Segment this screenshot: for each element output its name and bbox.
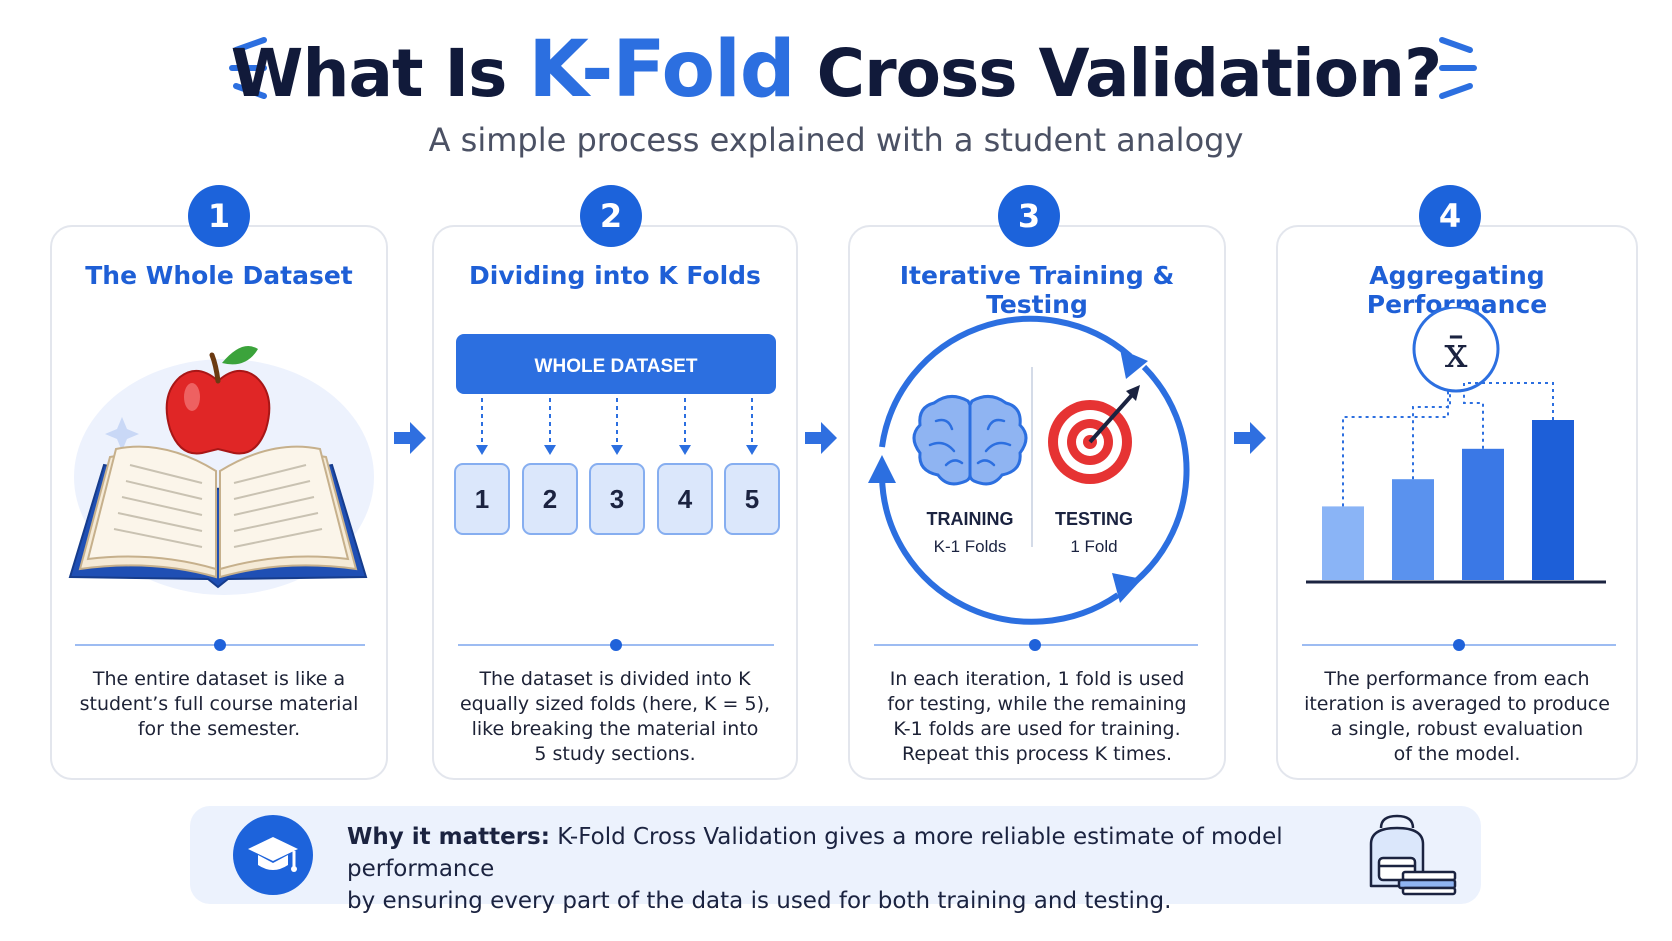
- why-it-matters-lead: Why it matters:: [347, 824, 550, 850]
- page-subtitle: A simple process explained with a studen…: [428, 121, 1244, 159]
- brain-icon: [912, 395, 1028, 486]
- step-card-3: Iterative Training & Testing: [848, 225, 1226, 780]
- step-3-description: In each iteration, 1 fold is used for te…: [887, 668, 1187, 765]
- aggregation-bar-diagram: x̄: [1306, 307, 1606, 584]
- performance-bar-1: [1322, 506, 1364, 580]
- page-title: What Is K-Fold Cross Validation?: [230, 25, 1443, 115]
- why-it-matters-banner: Why it matters: K-Fold Cross Validation …: [190, 806, 1481, 914]
- step-card-4: Aggregating Performance x̄ The performan…: [1276, 225, 1638, 780]
- performance-bar-3: [1462, 448, 1504, 580]
- target-icon: [1048, 385, 1140, 484]
- step-2-divider-dot: [610, 639, 622, 651]
- performance-bar-2: [1392, 479, 1434, 580]
- training-sublabel: K-1 Folds: [934, 537, 1007, 556]
- arrow-right-icon: [805, 422, 837, 454]
- fold-5-label: 5: [745, 484, 759, 514]
- whole-dataset-label: WHOLE DATASET: [535, 356, 698, 377]
- right-decoration-icon: [1439, 37, 1477, 99]
- arrow-right-icon: [1234, 422, 1266, 454]
- backpack-books-icon: [1369, 814, 1457, 896]
- performance-bar-4: [1532, 420, 1574, 580]
- step-1-title: The Whole Dataset: [85, 261, 353, 290]
- step-1-divider-dot: [214, 639, 226, 651]
- connector-line-1: [1342, 391, 1449, 507]
- connector-line-2: [1412, 391, 1451, 480]
- fold-3-label: 3: [610, 484, 624, 514]
- left-decoration-icon: [229, 37, 267, 99]
- fold-1-label: 1: [475, 484, 489, 514]
- training-testing-cycle-diagram: TRAINING K-1 Folds TESTING 1 Fold: [868, 315, 1190, 625]
- connector-line-3: [1463, 391, 1484, 449]
- connector-line-4: [1463, 382, 1554, 420]
- training-label: TRAINING: [927, 509, 1014, 529]
- step-card-1: The Whole Dataset The entire dataset is …: [50, 225, 388, 780]
- fold-division-diagram: WHOLE DATASET 1 2 3 4 5: [454, 334, 780, 535]
- step-2-badge: 2: [580, 185, 642, 247]
- title-accent: K-Fold: [528, 25, 795, 115]
- step-3-badge: 3: [998, 185, 1060, 247]
- step-4-divider-dot: [1453, 639, 1465, 651]
- step-4-title: Aggregating Performance: [1366, 261, 1548, 319]
- fold-2-label: 2: [543, 484, 557, 514]
- why-it-matters-text: Why it matters: K-Fold Cross Validation …: [347, 824, 1283, 914]
- step-1-description: The entire dataset is like a student’s f…: [79, 668, 359, 740]
- step-1-badge: 1: [188, 185, 250, 247]
- step-2-description: The dataset is divided into K equally si…: [459, 668, 771, 765]
- step-card-2: Dividing into K Folds WHOLE DATASET 1 2 …: [432, 225, 798, 780]
- step-4-badge: 4: [1419, 185, 1481, 247]
- testing-label: TESTING: [1055, 509, 1133, 529]
- fold-4-label: 4: [678, 484, 693, 514]
- book-apple-icon: [68, 346, 374, 595]
- step-2-title: Dividing into K Folds: [469, 261, 761, 290]
- step-3-title: Iterative Training & Testing: [899, 261, 1175, 319]
- step-4-description: The performance from each iteration is a…: [1304, 668, 1610, 765]
- step-3-divider-dot: [1029, 639, 1041, 651]
- testing-sublabel: 1 Fold: [1070, 537, 1117, 556]
- arrow-right-icon: [394, 422, 426, 454]
- mean-symbol: x̄: [1444, 328, 1468, 377]
- graduation-cap-icon: [233, 815, 313, 895]
